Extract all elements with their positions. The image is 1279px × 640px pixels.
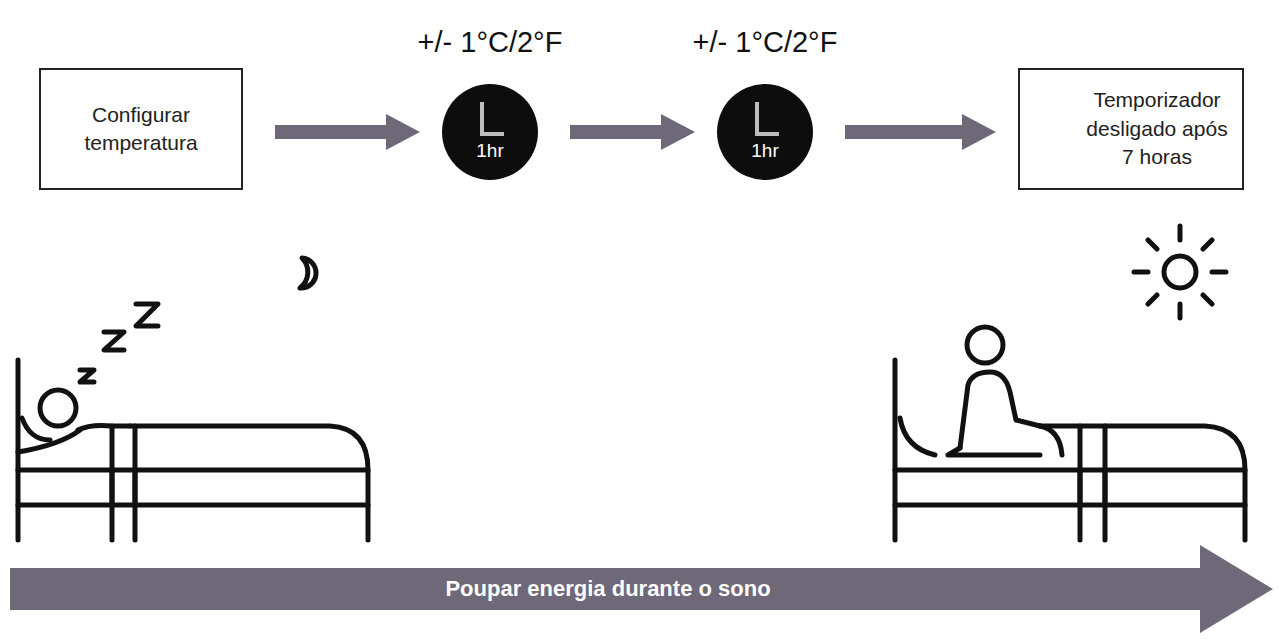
timer-box: Temporizador desligado após 7 horas [1018, 68, 1244, 190]
process-box: Configurar temperatura [39, 68, 243, 190]
clock-label: 1hr [717, 140, 813, 162]
clock-circle [442, 84, 538, 180]
bed-sleeping [18, 258, 368, 540]
box-text: Temporizador desligado após 7 horas [1082, 86, 1232, 171]
clock-circle [717, 84, 813, 180]
flow-arrow [845, 125, 962, 139]
timer-clock: +/- 1°C/2°F1hr [717, 84, 813, 180]
band-label: Poupar energia durante o sono [8, 568, 1208, 610]
flow-arrow [570, 125, 661, 139]
box-text: Configurar temperatura [51, 101, 231, 158]
flow-arrow [275, 125, 386, 139]
timer-clock: +/- 1°C/2°F1hr [442, 84, 538, 180]
bed-awake [895, 226, 1245, 540]
arrow-band: Poupar energia durante o sono [8, 543, 1276, 635]
temperature-step: +/- 1°C/2°F [372, 26, 608, 59]
clock-label: 1hr [442, 140, 538, 162]
temperature-step: +/- 1°C/2°F [647, 26, 883, 59]
